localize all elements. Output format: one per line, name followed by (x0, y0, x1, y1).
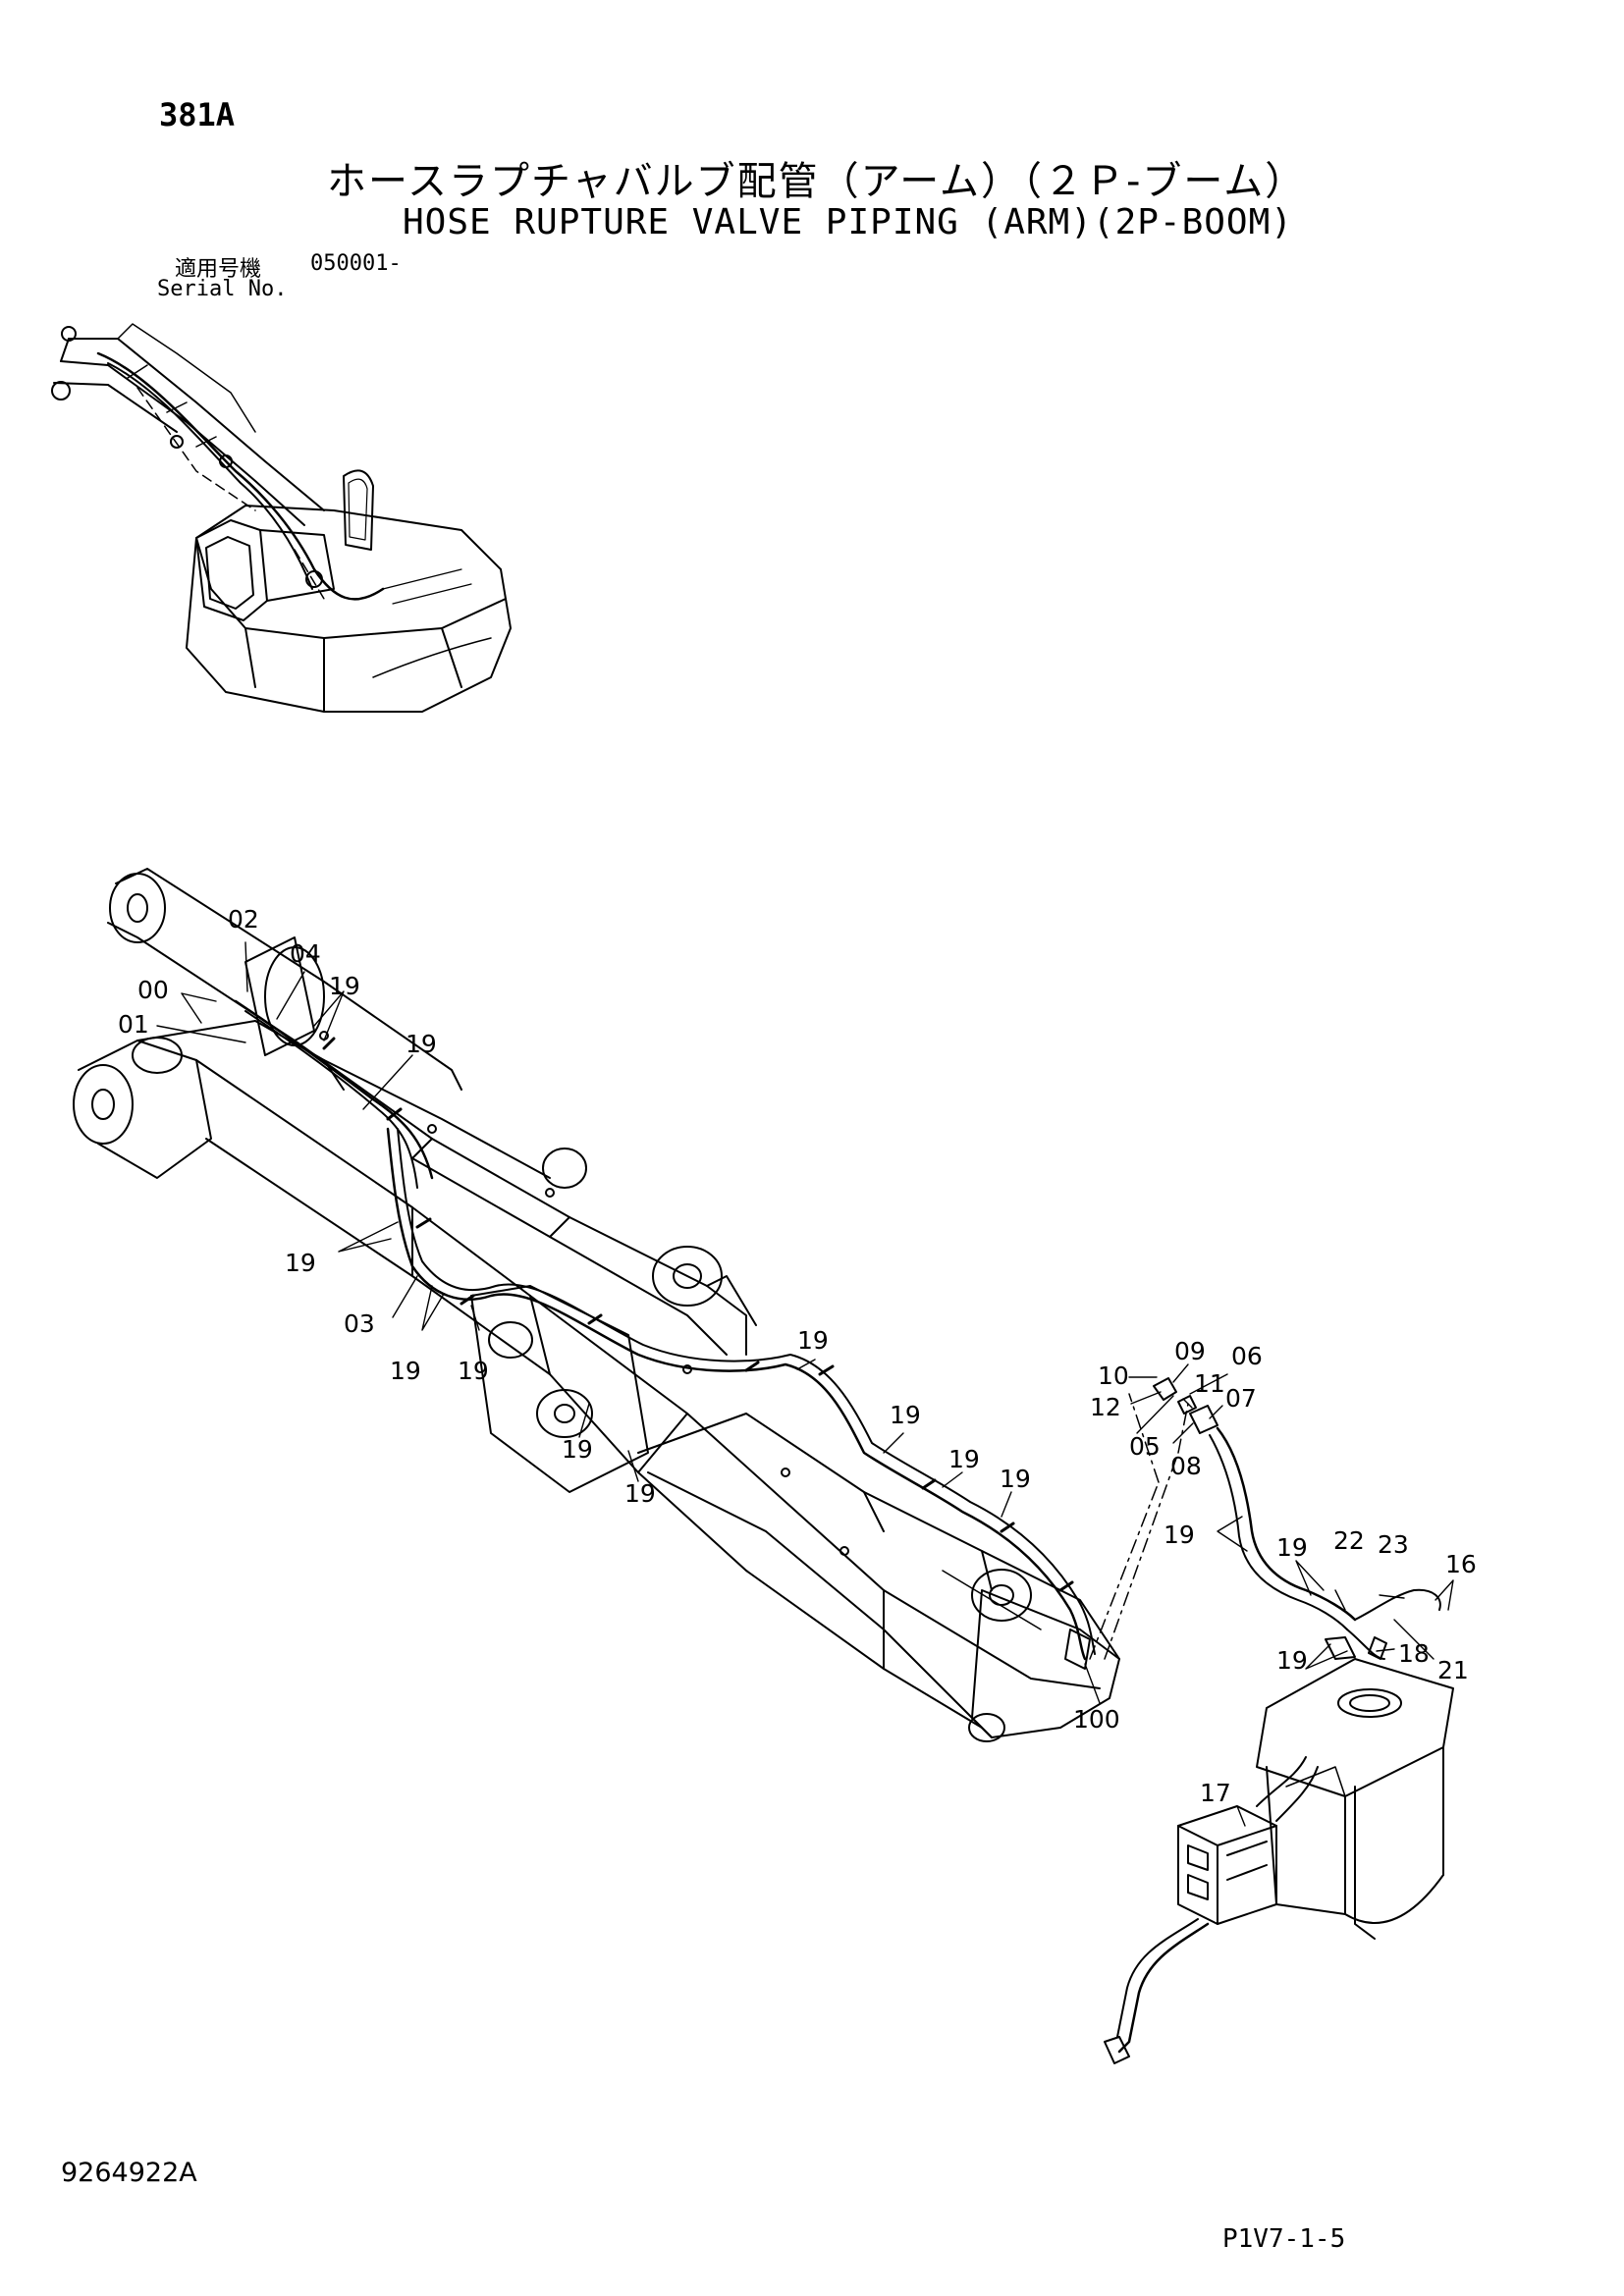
callout-19-k: 19 (1000, 1465, 1031, 1493)
callout-06: 06 (1231, 1342, 1263, 1370)
callout-19-d: 19 (390, 1357, 421, 1385)
callouts: 00 01 02 04 19 19 19 03 19 19 19 19 19 1… (118, 905, 1477, 1807)
callout-19-g: 19 (624, 1479, 656, 1508)
callout-100: 100 (1073, 1705, 1120, 1734)
callout-05: 05 (1129, 1432, 1161, 1461)
callout-17: 17 (1200, 1779, 1231, 1807)
callout-01: 01 (118, 1010, 149, 1039)
sheet-number: P1V7-1-5 (1222, 2224, 1346, 2254)
callout-19-i: 19 (890, 1401, 921, 1429)
callout-23: 23 (1378, 1530, 1409, 1559)
callout-11: 11 (1194, 1369, 1225, 1398)
callout-19-m: 19 (1276, 1533, 1308, 1562)
callout-02: 02 (228, 905, 259, 934)
callout-19-l: 19 (1164, 1521, 1195, 1549)
callout-08: 08 (1170, 1452, 1202, 1480)
title-japanese: ホースラプチャバルブ配管（アーム）（２Ｐ-ブーム） (327, 159, 1307, 204)
callout-21: 21 (1437, 1656, 1469, 1684)
callout-19-n: 19 (1276, 1646, 1308, 1675)
overview-machine-sketch (51, 323, 512, 713)
leader-lines (156, 941, 1454, 1827)
callout-10: 10 (1098, 1362, 1129, 1390)
title-english: HOSE RUPTURE VALVE PIPING (ARM)(2P-BOOM) (403, 202, 1293, 242)
serial-label-japanese: 適用号機 (175, 257, 262, 282)
callout-19-f: 19 (562, 1435, 593, 1464)
callout-19-b: 19 (406, 1030, 437, 1058)
serial-label-english: Serial No. (157, 277, 288, 301)
callout-19-e: 19 (458, 1357, 489, 1385)
boom-arm-assembly (73, 868, 1189, 1742)
callout-03: 03 (344, 1309, 375, 1338)
callout-09: 09 (1174, 1337, 1206, 1365)
callout-19-c: 19 (285, 1249, 316, 1277)
callout-04: 04 (290, 939, 321, 968)
page-number: 381A (159, 96, 236, 133)
callout-07: 07 (1225, 1384, 1257, 1413)
callout-19-j: 19 (948, 1445, 980, 1473)
valve-hose-subassembly (1104, 1377, 1454, 2064)
callout-22: 22 (1333, 1526, 1365, 1555)
callout-18: 18 (1398, 1639, 1430, 1668)
callout-16: 16 (1445, 1550, 1477, 1578)
drawing-number: 9264922A (61, 2158, 197, 2188)
serial-number-value: 050001- (310, 251, 402, 276)
callout-19-a: 19 (329, 972, 360, 1000)
callout-12: 12 (1090, 1393, 1121, 1421)
callout-00: 00 (137, 976, 169, 1004)
callout-19-h: 19 (797, 1326, 829, 1355)
